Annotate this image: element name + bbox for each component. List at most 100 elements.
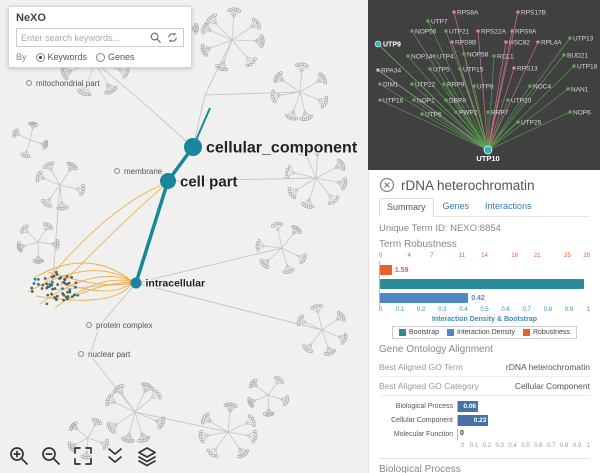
term-label-intracellular[interactable]: intracellular [144,276,207,291]
gene-node[interactable] [452,10,456,14]
gene-label[interactable]: UTP22 [415,82,436,89]
gene-label[interactable]: UTP5 [433,67,450,74]
gene-node[interactable] [528,84,532,88]
gene-label[interactable]: RPS22A [481,29,507,36]
term-label-cell-part[interactable]: cell part [179,172,240,192]
gene-node[interactable] [568,36,572,40]
gene-node[interactable] [376,68,380,72]
term-node-cell-part[interactable] [160,173,176,189]
gene-label[interactable]: DIM1 [383,82,399,89]
tab-summary[interactable]: Summary [379,198,434,217]
gene-node[interactable] [566,87,570,91]
gene-label[interactable]: RRP9 [447,82,465,89]
term-label[interactable]: protein complex [95,320,154,332]
gene-node[interactable] [568,110,572,114]
term-node-small[interactable] [78,351,84,357]
gene-label[interactable]: NOP1 [417,98,435,105]
gene-label[interactable]: RPS9B [455,40,476,47]
gene-label[interactable]: NOP14 [411,54,433,61]
radio-keywords[interactable]: Keywords [35,52,87,62]
gene-node[interactable] [432,54,436,58]
gene-label[interactable]: RPS13 [517,66,538,73]
gene-node[interactable] [462,52,466,56]
gene-label[interactable]: RPS8A [457,10,479,17]
gene-label[interactable]: HSC82 [509,40,530,47]
gene-node[interactable] [572,64,576,68]
gene-node[interactable] [476,29,480,33]
gene-node[interactable] [486,110,490,114]
gene-label[interactable]: UTP4 [437,54,454,61]
radio-genes[interactable]: Genes [96,52,135,62]
gene-label[interactable]: UTP6 [425,112,442,119]
gene-node[interactable] [510,29,514,33]
gene-label[interactable]: BUD21 [567,53,588,60]
gene-node[interactable] [492,54,496,58]
gene-label[interactable]: UTP25 [521,120,542,127]
gene-node[interactable] [472,84,476,88]
zoom-in-button[interactable] [8,445,30,467]
gene-label[interactable]: RPL4A [541,40,562,47]
gene-label[interactable]: NOP6 [573,110,591,117]
gene-node[interactable] [504,40,508,44]
gene-node[interactable] [406,54,410,58]
term-label-cellular-component[interactable]: cellular_component [205,138,360,158]
gene-label[interactable]: NAN1 [571,87,589,94]
term-label[interactable]: mitochondrial part [35,78,102,90]
gene-label[interactable]: UTP13 [573,36,594,43]
gene-node[interactable] [516,10,520,14]
gene-node[interactable] [458,67,462,71]
gene-label[interactable]: NOP56 [415,29,437,36]
gene-label[interactable]: DBP8 [449,98,466,105]
highlight-gene-node[interactable] [374,40,382,48]
tab-interactions[interactable]: Interactions [485,201,532,211]
gene-node[interactable] [428,67,432,71]
gene-label[interactable]: RPS17B [521,10,546,17]
gene-label[interactable]: UTP7 [431,19,448,26]
tab-genes[interactable]: Genes [442,201,470,211]
gene-label[interactable]: RPS9A [515,29,537,36]
search-input[interactable] [21,32,145,43]
gene-node[interactable] [420,112,424,116]
gene-label[interactable]: UTP16 [383,98,404,105]
fit-view-button[interactable] [72,445,94,467]
gene-label[interactable]: UTP21 [449,29,470,36]
close-icon[interactable] [379,177,395,193]
reset-icon[interactable] [166,31,179,44]
gene-cluster[interactable] [30,270,80,306]
gene-node[interactable] [512,66,516,70]
term-node-intracellular[interactable] [130,277,142,289]
gene-node[interactable] [516,120,520,124]
hub-gene-node[interactable] [483,145,493,155]
gene-node[interactable] [410,82,414,86]
gene-node[interactable] [562,53,566,57]
radio-keywords-dot[interactable] [35,52,45,62]
gene-node[interactable] [410,29,414,33]
gene-label[interactable]: UTP15 [463,67,484,74]
term-label[interactable]: nuclear part [87,349,133,361]
gene-label[interactable]: RPA34 [381,68,401,75]
gene-label[interactable]: PWP2 [459,110,478,117]
highlight-gene-label[interactable]: UTP9 [383,42,401,49]
gene-node[interactable] [378,98,382,102]
gene-node[interactable] [412,98,416,102]
gene-node[interactable] [506,98,510,102]
gene-node[interactable] [442,82,446,86]
gene-label[interactable]: RRP7 [491,110,509,117]
gene-label[interactable]: RCL1 [497,54,514,61]
radio-genes-dot[interactable] [96,52,106,62]
term-node-small[interactable] [86,322,92,328]
hub-gene-label[interactable]: UTP10 [476,154,499,163]
zoom-out-button[interactable] [40,445,62,467]
gene-label[interactable]: NOP58 [467,52,489,59]
gene-label[interactable]: UTP18 [577,64,598,71]
gene-label[interactable]: UTP8 [477,84,494,91]
gene-node[interactable] [444,98,448,102]
gene-node[interactable] [450,40,454,44]
layers-button[interactable] [136,445,158,467]
gene-node[interactable] [426,19,430,23]
term-node-small[interactable] [114,168,120,174]
gene-node[interactable] [444,29,448,33]
